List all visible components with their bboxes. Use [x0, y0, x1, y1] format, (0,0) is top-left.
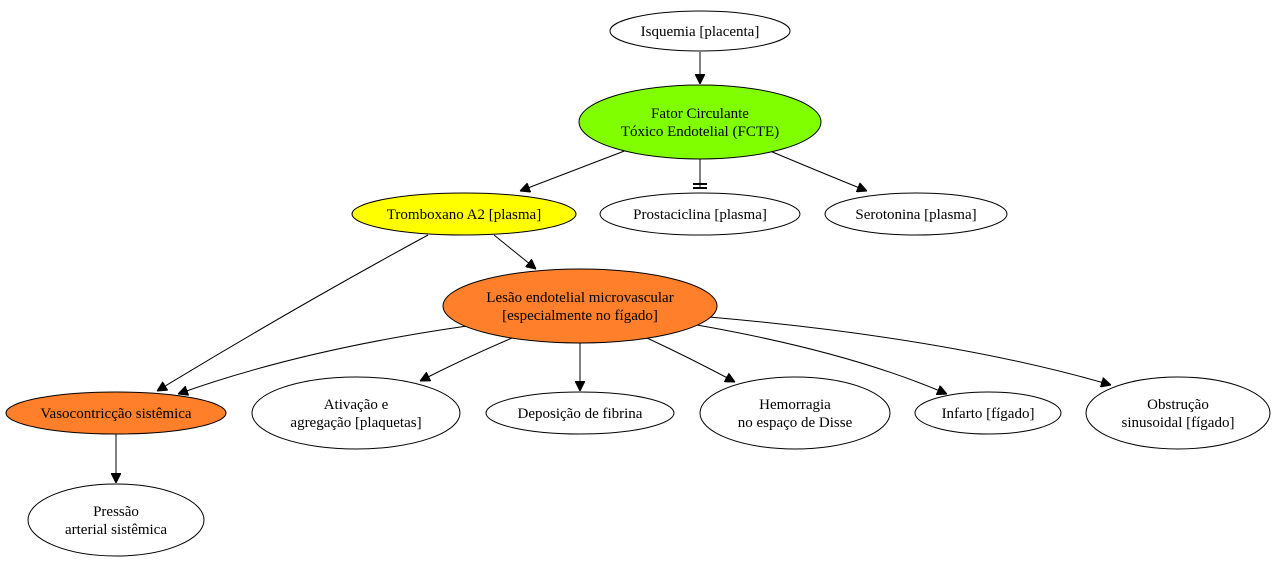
node-serotonina: Serotonina [plasma]: [824, 192, 1008, 236]
edge-tromboxano-vasocontricao: [157, 234, 429, 391]
node-lesao-label: [especialmente no fígado]: [502, 308, 658, 324]
node-vasocontricao-shape: [5, 391, 227, 435]
node-tromboxano: Tromboxano A2 [plasma]: [351, 192, 577, 236]
node-isquemia: Isquemia [placenta]: [609, 10, 791, 52]
node-pressao: Pressão arterial sistêmica: [27, 483, 205, 557]
edge-fcte-serotonina: [769, 150, 867, 191]
node-obstrucao: Obstrução sinusoidal [fígado]: [1085, 376, 1271, 450]
node-hemorragia-label: Hemorragia: [759, 397, 831, 413]
edge-fcte-tromboxano: [520, 149, 628, 191]
node-hemorragia: Hemorragia no espaço de Disse: [699, 376, 891, 450]
node-ativacao: Ativação e agregação [plaquetas]: [251, 376, 461, 450]
node-lesao: Lesão endotelial microvascular [especialm…: [442, 268, 718, 344]
node-pressao-shape: [27, 483, 205, 557]
node-obstrucao-shape: [1085, 376, 1271, 450]
node-serotonina-shape: [824, 192, 1008, 236]
node-isquemia-label: Isquemia [placenta]: [641, 24, 760, 40]
node-obstrucao-label: sinusoidal [fígado]: [1122, 415, 1235, 431]
node-pressao-label: Pressão: [93, 504, 139, 520]
node-tromboxano-shape: [351, 192, 577, 236]
node-hemorragia-shape: [699, 376, 891, 450]
node-infarto-label: Infarto [fígado]: [942, 406, 1035, 422]
edge-tromboxano-lesao: [493, 234, 536, 269]
node-ativacao-shape: [251, 376, 461, 450]
node-infarto-shape: [914, 391, 1062, 435]
node-hemorragia-label: no espaço de Disse: [738, 415, 853, 431]
node-lesao-shape: [442, 268, 718, 344]
node-lesao-label: Lesão endotelial microvascular: [486, 290, 673, 306]
node-prostaciclina: Prostaciclina [plasma]: [599, 192, 801, 236]
node-prostaciclina-label: Prostaciclina [plasma]: [633, 207, 767, 223]
node-serotonina-label: Serotonina [plasma]: [855, 207, 976, 223]
edge-lesao-hemorragia: [646, 337, 735, 382]
node-fcte-label: Tóxico Endotelial (FCTE): [621, 124, 779, 140]
node-ativacao-label: Ativação e: [324, 397, 389, 413]
node-infarto: Infarto [fígado]: [914, 391, 1062, 435]
node-obstrucao-label: Obstrução: [1147, 397, 1209, 413]
edges-layer: [116, 52, 1111, 483]
edge-lesao-infarto: [696, 324, 947, 394]
node-pressao-label: arterial sistêmica: [65, 522, 167, 538]
node-tromboxano-label: Tromboxano A2 [plasma]: [387, 207, 541, 223]
edge-lesao-ativacao: [420, 337, 513, 381]
node-vasocontricao: Vasocontricção sistêmica: [5, 391, 227, 435]
nodes-layer: Isquemia [placenta] Fator CirculanteTóxic…: [5, 10, 1271, 557]
node-deposicao-shape: [485, 391, 675, 435]
node-isquemia-shape: [609, 10, 791, 52]
node-deposicao: Deposição de fibrina: [485, 391, 675, 435]
edge-lesao-vasocontricao: [178, 325, 468, 394]
node-ativacao-label: agregação [plaquetas]: [290, 415, 421, 431]
node-fcte-label: Fator Circulante: [651, 106, 749, 122]
node-fcte-shape: [578, 84, 822, 160]
node-prostaciclina-shape: [599, 192, 801, 236]
edge-lesao-obstrucao: [708, 316, 1111, 385]
node-deposicao-label: Deposição de fibrina: [518, 406, 643, 422]
node-vasocontricao-label: Vasocontricção sistêmica: [40, 406, 192, 422]
